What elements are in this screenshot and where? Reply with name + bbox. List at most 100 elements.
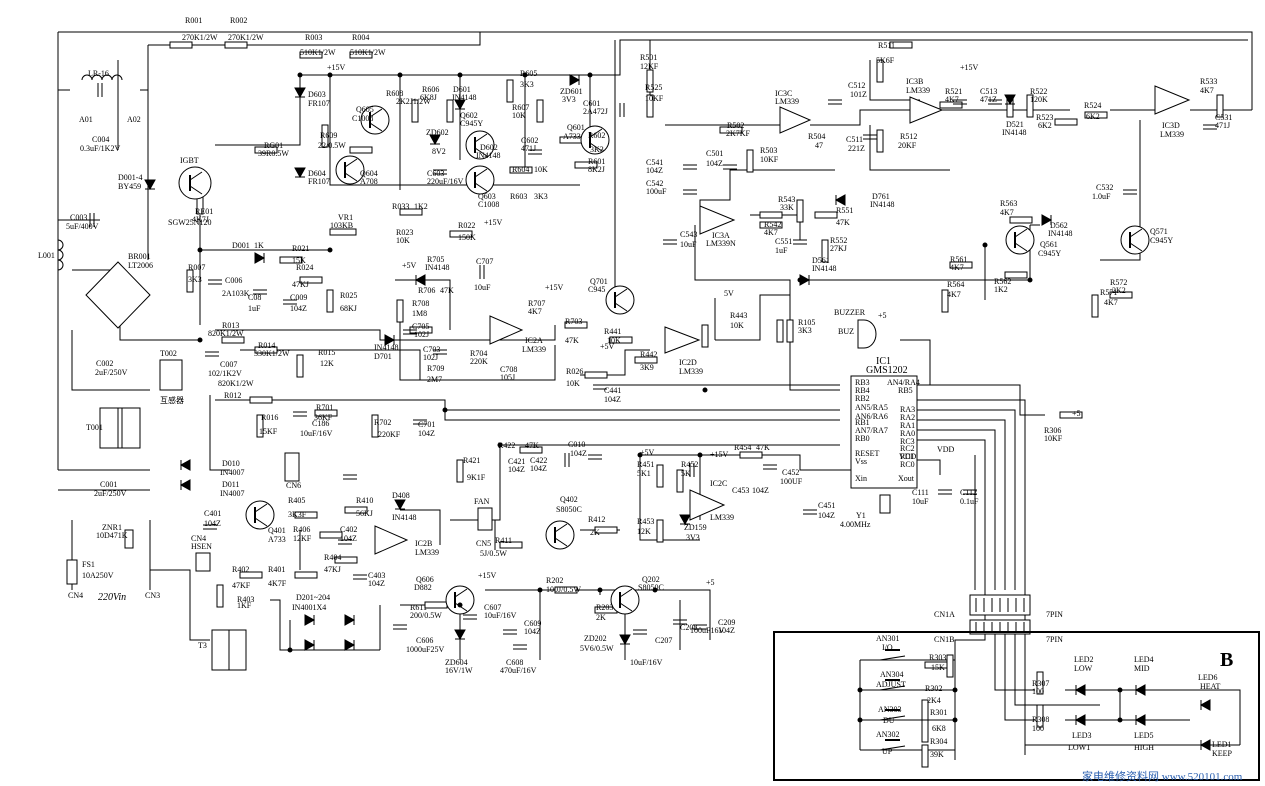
wire <box>810 109 950 126</box>
label-d562v: IN4148 <box>1048 229 1072 238</box>
comparator-ic3b <box>909 96 944 124</box>
transistor <box>335 155 365 185</box>
label-c701: C701 <box>418 420 435 429</box>
label-r542v: 4K7 <box>764 228 778 237</box>
label-d761: D761 <box>872 192 890 201</box>
wire <box>1130 120 1141 231</box>
label-br001: BR001 <box>128 252 151 261</box>
label-r709: R709 <box>427 364 444 373</box>
label-d011: D011 <box>222 480 239 489</box>
label-r604: R604 <box>512 165 529 174</box>
diode <box>429 134 441 146</box>
resistor <box>949 261 973 269</box>
junction-dot <box>982 242 988 248</box>
label-znr1: ZNR1 <box>102 523 122 532</box>
label-p5v2: +5V <box>600 342 615 351</box>
label-led3: LED3 <box>1072 731 1092 740</box>
wire <box>215 325 556 341</box>
label-c004: C004 <box>92 135 109 144</box>
wire-layer <box>57 31 1253 760</box>
label-r524: R524 <box>1084 101 1101 110</box>
label-c608: C608 <box>506 658 523 667</box>
label-c403v: 104Z <box>368 579 385 588</box>
junction-dot <box>1027 277 1033 283</box>
label-q605v: C1008 <box>352 114 373 123</box>
transistor <box>360 105 390 135</box>
transistor-lead <box>614 302 628 312</box>
resistor <box>319 531 343 539</box>
label-r026v: 10K <box>566 379 580 388</box>
wire <box>71 330 150 391</box>
label-d601: D601 <box>453 85 471 94</box>
label-q701v: C945 <box>588 285 605 294</box>
label-q202v: S8050C <box>638 583 664 592</box>
label-r512v: 20KF <box>898 141 917 150</box>
label-r411: R411 <box>495 536 512 545</box>
diode <box>254 252 266 264</box>
label-hsen: HSEN <box>191 542 212 551</box>
resistor <box>921 744 929 768</box>
transistor <box>178 166 212 200</box>
resistor <box>1036 704 1044 728</box>
label-r452: R452 <box>681 460 698 469</box>
label-p5v4: +5 <box>706 578 715 587</box>
label-t002: T002 <box>160 349 177 358</box>
label-d761v: IN4148 <box>870 200 894 209</box>
label-led4v: MID <box>1134 664 1150 673</box>
label-c609: C609 <box>524 619 541 628</box>
label-r525v: 10KF <box>645 94 664 103</box>
resistor <box>294 511 318 519</box>
push-button <box>879 685 906 691</box>
junction-dot <box>797 277 803 283</box>
label-r422v: 47K <box>525 441 539 450</box>
comparator-ic2d <box>664 326 701 354</box>
junction-dot <box>952 687 958 693</box>
label-q604v: A708 <box>360 177 378 186</box>
transistor-lead <box>589 142 603 152</box>
label-r572: R572 <box>1110 278 1127 287</box>
diode <box>679 514 691 526</box>
label-rg01: RG01 <box>264 141 283 150</box>
transistor-lead <box>619 588 633 598</box>
diode <box>1041 214 1053 226</box>
label-r202v: 100J/0.5W <box>546 585 581 594</box>
wire <box>399 310 556 381</box>
label-c707v: 10uF <box>474 283 491 292</box>
label-q605: Q605 <box>356 105 374 114</box>
wire <box>715 294 790 341</box>
label-r701v: 36KF <box>314 413 333 422</box>
site-watermark: 家电维修资料网 www.520101.com <box>1082 769 1243 783</box>
transistor-lead <box>344 172 358 182</box>
transistor <box>465 130 495 160</box>
resistor <box>299 51 323 59</box>
label-c541v: 104Z <box>646 166 663 175</box>
label-r521v: 4K7 <box>945 95 959 104</box>
diode <box>1199 699 1211 711</box>
label-zd159v: 3V3 <box>686 533 700 542</box>
transistor-lead <box>554 523 568 533</box>
label-vdd: VDD <box>937 445 955 454</box>
resistor <box>554 586 578 594</box>
junction-dot <box>1117 687 1123 693</box>
label-r105: R105 <box>798 318 815 327</box>
wire <box>58 31 1253 110</box>
label-an304: AN304 <box>880 670 904 679</box>
transistor-lead <box>369 122 383 132</box>
resistor <box>314 409 338 417</box>
label-t3: T3 <box>198 641 207 650</box>
wire <box>395 279 451 330</box>
push-button <box>879 745 906 751</box>
label-c186: C186 <box>312 419 329 428</box>
label-r007: R007 <box>188 263 205 272</box>
label-ic2dv: LM339 <box>679 367 703 376</box>
ic1-part: GMS1202 <box>866 365 908 376</box>
block-b-label: B <box>1220 649 1233 671</box>
ic1-pin-rc0: RC0 <box>900 460 915 469</box>
label-r401v: 4K7F <box>268 579 287 588</box>
ic1-pin-vdd: VDD <box>899 452 917 461</box>
label-by459: BY459 <box>118 182 141 191</box>
label-c452v: 100UF <box>780 477 803 486</box>
resistor <box>256 414 264 438</box>
label-c451: C451 <box>818 501 835 510</box>
label-p15v4: +15V <box>478 571 497 580</box>
